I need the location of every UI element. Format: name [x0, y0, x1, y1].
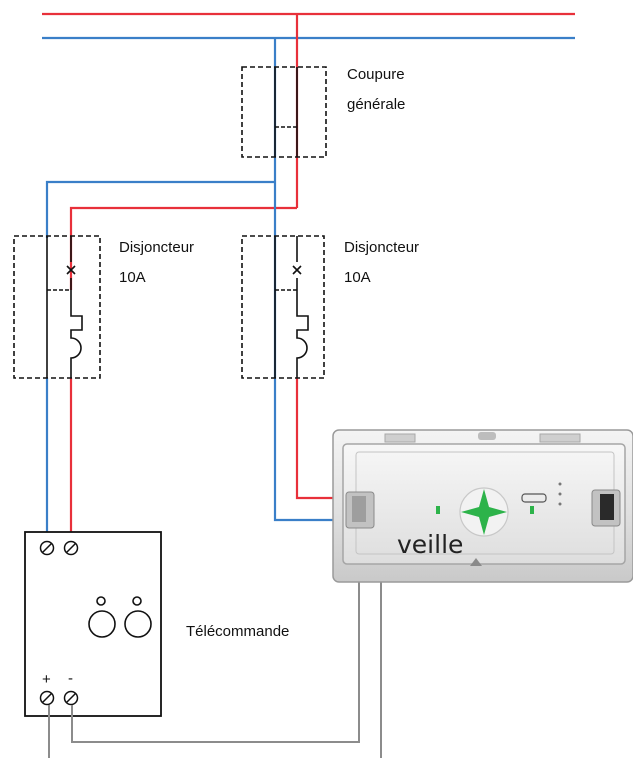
remote-control [24, 531, 162, 717]
breaker-right-label-line1: Disjoncteur [344, 239, 420, 256]
supply-lines [42, 12, 575, 40]
breaker-left-enclosure [13, 235, 101, 379]
push-button-icon [88, 596, 152, 638]
breaker-left-label-line2: 10A [119, 269, 146, 286]
neutral-wire-branch-left [45, 180, 275, 238]
terminal-plus-label: + [42, 671, 51, 688]
breaker-right-label-line2: 10A [344, 269, 371, 286]
breaker-left-label-line1: Disjoncteur [119, 239, 195, 256]
remote-control-label: Télécommande [186, 623, 290, 640]
breaker-left [13, 235, 101, 379]
control-wiring [48, 572, 382, 758]
main-switch [241, 66, 327, 158]
remote-control-box [24, 531, 162, 717]
emergency-lamp [332, 429, 633, 583]
phase-wire-branch-left [69, 206, 297, 290]
four-point-star-icon [461, 489, 507, 535]
control-wire-minus [71, 572, 360, 743]
phase-wire-lamp [295, 378, 345, 500]
lamp-status-text: veille [397, 530, 464, 559]
breaker-right-enclosure [241, 235, 325, 379]
terminal-minus-label: - [68, 670, 73, 687]
main-switch-label-line2: générale [347, 96, 406, 113]
phase-wiring [69, 14, 345, 540]
screw-terminal-icon [39, 540, 79, 706]
neutral-wiring [45, 38, 345, 540]
main-switch-label-line1: Coupure [347, 66, 405, 83]
breaker-right [241, 235, 325, 379]
main-switch-enclosure [241, 66, 327, 158]
